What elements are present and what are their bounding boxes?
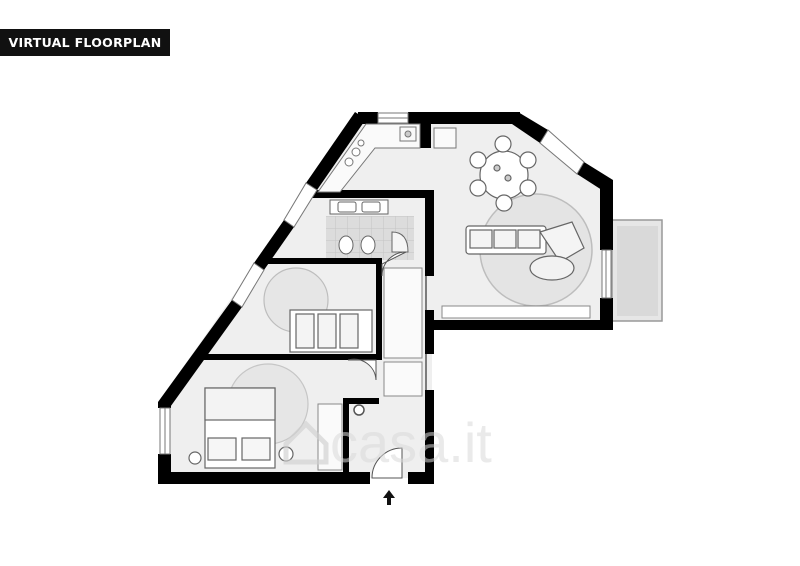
windows — [159, 112, 612, 455]
kitchen-counter — [317, 123, 457, 193]
boiler-icon — [353, 404, 365, 416]
dining-table — [469, 135, 537, 212]
living-sofa — [465, 221, 585, 281]
balcony — [611, 219, 663, 322]
tv-unit — [441, 305, 591, 319]
corridor-storage — [383, 267, 423, 397]
house-icon — [283, 420, 329, 465]
double-bed — [188, 387, 294, 469]
virtual-floorplan-badge: VIRTUAL FLOORPLAN — [0, 29, 170, 56]
arrow-up-icon — [383, 490, 395, 505]
watermark-text: casa.it — [330, 411, 492, 474]
walls — [158, 112, 613, 484]
bathroom-fixtures — [329, 199, 409, 255]
room2-bed — [289, 309, 373, 353]
doors — [347, 251, 427, 479]
